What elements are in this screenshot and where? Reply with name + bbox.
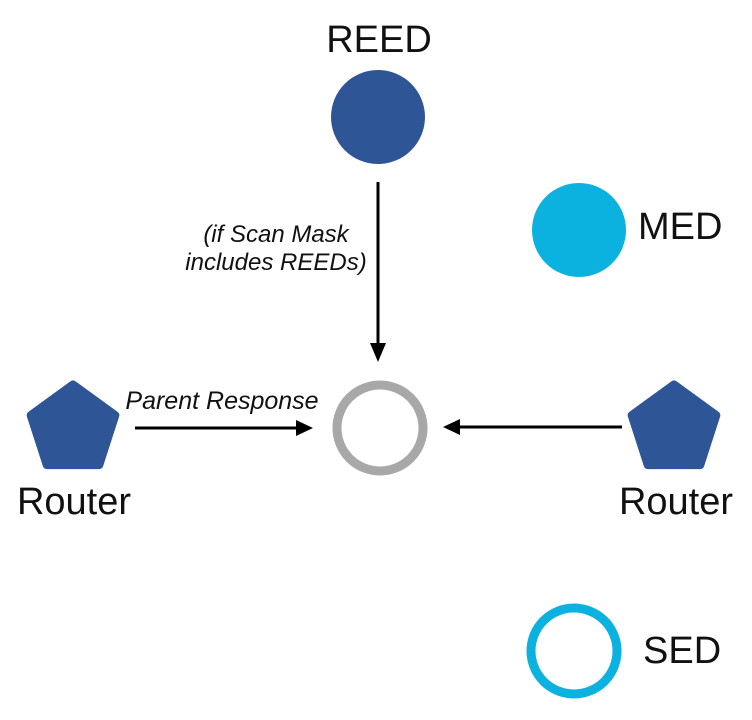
- center-node-ring: [332, 380, 428, 476]
- arrow-router-left-to-center: [135, 420, 313, 436]
- arrow-reed-to-center-head: [370, 343, 386, 362]
- router-left-node-label: Router: [16, 481, 132, 523]
- reed-node-circle: [331, 70, 425, 164]
- arrow-router-right-to-center: [443, 419, 622, 435]
- scan-mask-annotation: (if Scan Mask includes REEDs): [156, 221, 396, 277]
- parent-response-annotation: Parent Response: [125, 387, 319, 415]
- arrow-router-right-to-center-head: [443, 419, 460, 435]
- med-node-label: MED: [638, 206, 723, 248]
- router-right-node-label: Router: [618, 481, 734, 523]
- med-node-circle: [532, 183, 626, 277]
- router-left-pentagon: [26, 380, 120, 470]
- scan-mask-annotation-line1: (if Scan Mask: [203, 221, 349, 248]
- arrow-router-left-to-center-head: [296, 420, 313, 436]
- sed-node-label: SED: [643, 630, 722, 672]
- arrow-reed-to-center: [370, 182, 386, 362]
- sed-node-ring: [526, 603, 622, 699]
- router-right-pentagon: [627, 380, 721, 470]
- scan-mask-annotation-line2: includes REEDs): [185, 249, 367, 276]
- reed-node-label: REED: [326, 19, 432, 61]
